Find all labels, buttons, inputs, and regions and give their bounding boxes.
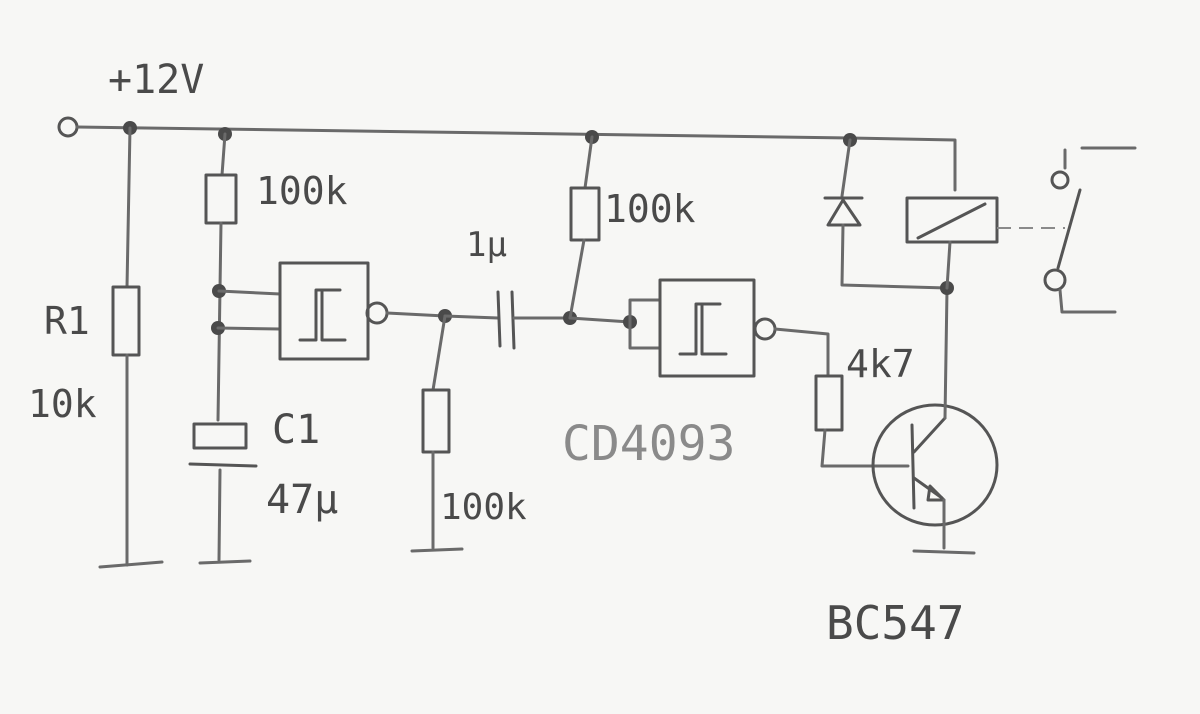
resistor-100k-pulldown [421, 388, 451, 454]
relay-switch [1043, 146, 1137, 314]
ground-r1 [98, 560, 164, 569]
label-ic: CD4093 [562, 416, 736, 472]
timing-branch [188, 132, 282, 565]
label-r-pulldown: 100k [440, 487, 527, 528]
ground-c1 [198, 559, 252, 565]
base-resistor-branch [814, 374, 910, 468]
ground-transistor [912, 549, 976, 555]
supply-terminal [57, 116, 79, 138]
label-cap-coupling: 1µ [466, 225, 507, 265]
transistor-bc547 [871, 288, 999, 555]
relay-coil [905, 196, 999, 244]
resistor-100k-top-mid-branch [568, 135, 662, 350]
resistor-4k7 [814, 374, 844, 432]
capacitor-1u [496, 290, 516, 350]
resistor-100k-top-mid [569, 186, 601, 242]
c1-capacitor-plate [192, 422, 248, 450]
label-r-top-left: 100k [256, 169, 348, 213]
label-r-base: 4k7 [846, 342, 915, 386]
flyback-diode [823, 196, 864, 227]
supply-rail [57, 116, 957, 192]
label-c1-value: 47µ [266, 477, 339, 523]
ground-pulldown [410, 547, 464, 553]
r1-branch [98, 126, 164, 569]
label-supply: +12V [108, 57, 205, 103]
label-c1-name: C1 [272, 407, 321, 453]
coupling-network [410, 290, 577, 553]
c1-capacitor-plate-2 [188, 462, 258, 468]
label-r1-value: 10k [28, 382, 97, 426]
schmitt-gate-2 [658, 278, 830, 378]
schmitt-gate-1 [278, 261, 447, 361]
resistor-100k-top-left [204, 173, 238, 225]
label-r1-name: R1 [44, 299, 90, 343]
r1-resistor [111, 285, 141, 357]
relay-section [823, 138, 1065, 295]
label-transistor: BC547 [826, 596, 965, 650]
label-r-top-mid: 100k [604, 187, 696, 231]
